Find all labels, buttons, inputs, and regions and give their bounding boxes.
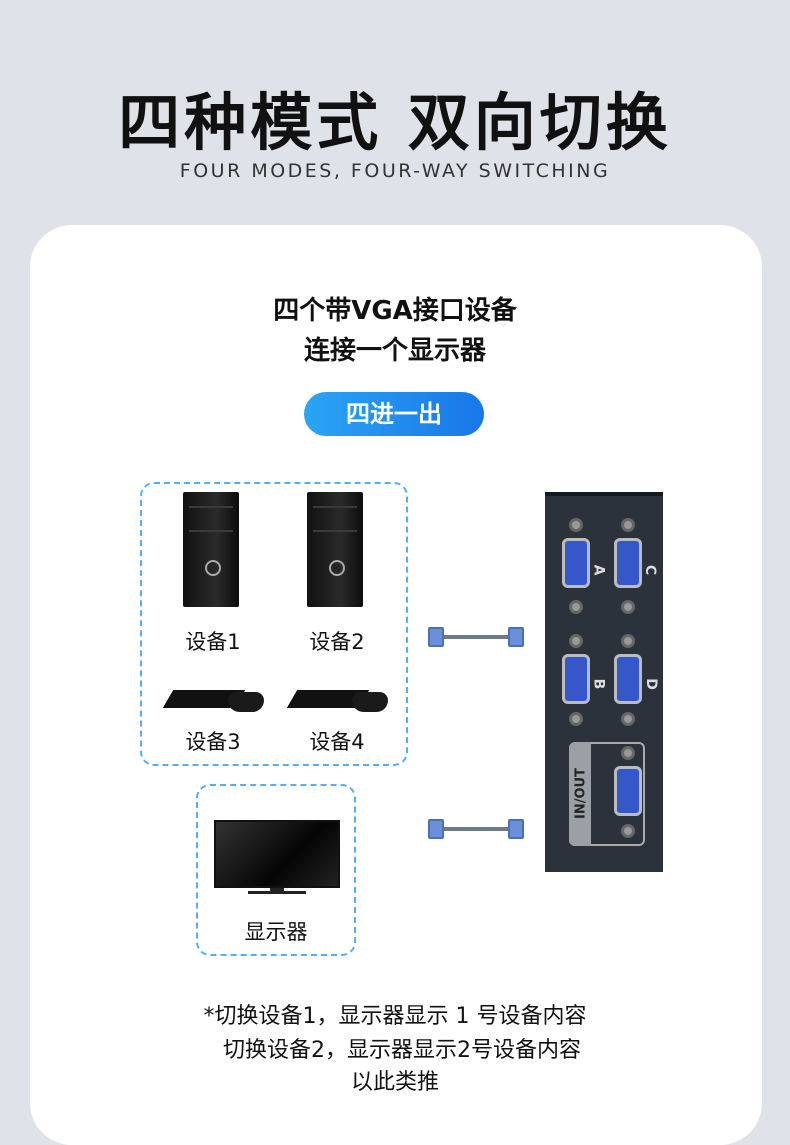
vga-plug-icon xyxy=(428,627,444,647)
heading-line-1: 四个带VGA接口设备 xyxy=(273,296,517,326)
vga-plug-icon xyxy=(428,819,444,839)
vga-port-d xyxy=(614,654,642,704)
vga-cable-icon xyxy=(444,635,508,639)
heading-line-2: 连接一个显示器 xyxy=(303,336,486,366)
monitor-stand-icon xyxy=(270,888,284,892)
vga-port-inout xyxy=(614,766,642,816)
vga-cable-icon xyxy=(444,827,508,831)
monitor-label: 显示器 xyxy=(244,920,308,944)
note-line-3: 以此类推 xyxy=(350,1070,439,1095)
monitor-base-icon xyxy=(248,891,306,894)
vga-plug-icon xyxy=(508,627,524,647)
mode-badge: 四进一出 xyxy=(304,392,484,436)
pc-tower-icon xyxy=(183,492,239,607)
port-label: B xyxy=(590,678,607,690)
device-label: 设备2 xyxy=(309,630,365,654)
device-label: 设备1 xyxy=(185,630,241,654)
devices-group xyxy=(140,482,408,766)
device-label: 设备3 xyxy=(185,730,241,754)
monitor-group xyxy=(196,784,356,956)
monitor-icon xyxy=(214,820,340,888)
note-line-2: 切换设备2，显示器显示2号设备内容 xyxy=(223,1038,581,1063)
vga-plug-icon xyxy=(508,819,524,839)
port-label: IN/OUT xyxy=(573,768,589,819)
port-label: A xyxy=(590,564,607,576)
pc-tower-icon xyxy=(307,492,363,607)
gamepad-icon xyxy=(228,692,264,712)
vga-port-b xyxy=(562,654,590,704)
device-label: 设备4 xyxy=(309,730,365,754)
page-title: 四种模式 双向切换 xyxy=(118,86,672,159)
vga-switch-panel: A C B D IN/OUT xyxy=(545,492,663,872)
page-subtitle: FOUR MODES, FOUR-WAY SWITCHING xyxy=(179,160,611,182)
vga-port-a xyxy=(562,538,590,588)
port-label: D xyxy=(642,678,659,690)
vga-port-c xyxy=(614,538,642,588)
note-line-1: *切换设备1，显示器显示 1 号设备内容 xyxy=(203,1004,587,1029)
port-label: C xyxy=(642,564,659,576)
gamepad-icon xyxy=(352,692,388,712)
